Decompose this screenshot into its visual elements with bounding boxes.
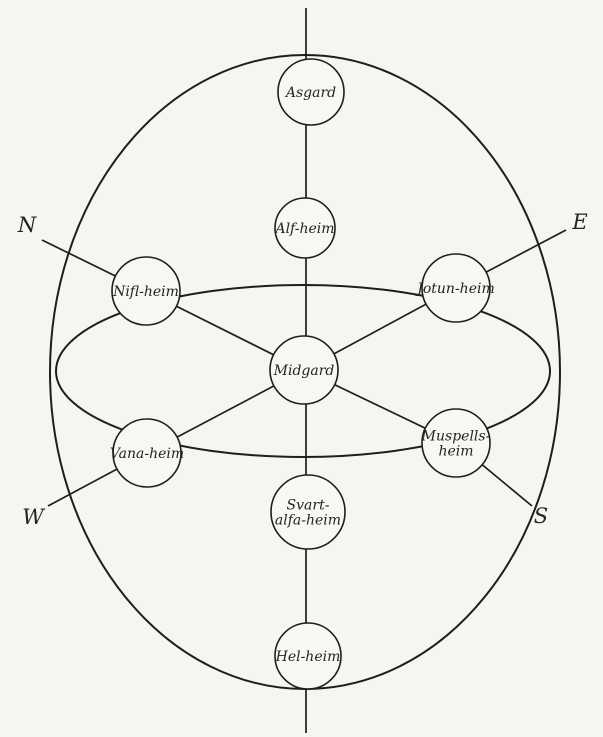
node-circle-muspells-heim — [421, 408, 491, 478]
node-label-vana-heim: Vana-heim — [110, 446, 184, 462]
node-circle-jotun-heim — [421, 253, 491, 323]
compass-label-east: E — [571, 210, 587, 234]
node-label-muspells-heim: Muspells-heim — [421, 429, 491, 460]
node-circle-alf-heim — [274, 197, 336, 259]
node-circle-nifl-heim — [111, 256, 181, 326]
node-label-jotun-heim: Jotun-heim — [414, 281, 495, 297]
node-circle-midgard — [269, 335, 339, 405]
node-label-line-vana-heim-0: Vana-heim — [110, 446, 184, 462]
node-label-line-midgard-0: Midgard — [273, 363, 335, 379]
node-label-line-hel-heim-0: Hel-heim — [275, 649, 341, 665]
compass-label-south: S — [534, 504, 548, 528]
equator-plane-ellipse — [55, 284, 551, 458]
node-label-alf-heim: Alf-heim — [273, 221, 334, 237]
node-circle-svart-alfa-heim — [270, 474, 346, 550]
node-label-line-asgard-0: Asgard — [284, 85, 336, 101]
node-label-svart-alfa-heim: Svart-alfa-heim — [275, 498, 341, 529]
node-circle-asgard — [277, 58, 345, 126]
node-circle-hel-heim — [274, 622, 342, 690]
node-label-nifl-heim: Nifl-heim — [112, 284, 179, 300]
node-label-line-nifl-heim-0: Nifl-heim — [112, 284, 179, 300]
node-label-midgard: Midgard — [273, 363, 335, 379]
node-label-asgard: Asgard — [284, 85, 336, 101]
node-label-line-muspells-heim-0: Muspells- — [421, 429, 491, 445]
node-label-line-svart-alfa-heim-0: Svart- — [287, 498, 330, 514]
node-label-hel-heim: Hel-heim — [275, 649, 341, 665]
compass-label-north: N — [17, 213, 37, 237]
node-circle-vana-heim — [112, 418, 182, 488]
node-label-line-jotun-heim-0: Jotun-heim — [414, 281, 495, 297]
node-label-line-muspells-heim-1: heim — [438, 444, 473, 460]
node-label-line-svart-alfa-heim-1: alfa-heim — [275, 513, 341, 529]
node-label-line-alf-heim-0: Alf-heim — [273, 221, 334, 237]
compass-label-west: W — [22, 505, 46, 529]
